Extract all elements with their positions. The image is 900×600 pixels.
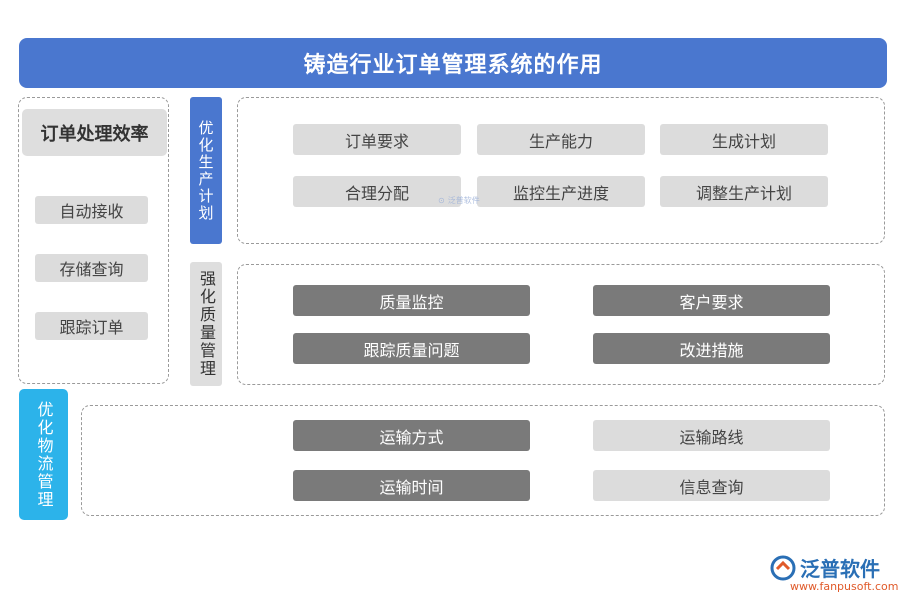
order-item-storage-query: 存储查询 — [35, 254, 148, 282]
quality-item-improvement: 改进措施 — [593, 333, 830, 364]
logistics-item-info-query: 信息查询 — [593, 470, 830, 501]
logistics-item-transport-mode: 运输方式 — [293, 420, 530, 451]
section-label-quality: 强化质量管理 — [190, 262, 222, 386]
watermark-logo-icon: ⊙ — [438, 196, 445, 205]
brand-logo: 泛普软件 — [770, 553, 880, 582]
plan-panel — [237, 97, 885, 244]
watermark: ⊙ 泛普软件 — [438, 195, 480, 206]
plan-item-monitor-progress: 监控生产进度 — [477, 176, 645, 207]
section-label-plan: 优化生产计划 — [190, 97, 222, 244]
section-label-logistics: 优化物流管理 — [19, 389, 68, 520]
page-title: 铸造行业订单管理系统的作用 — [19, 38, 887, 88]
brand-url: www.fanpusoft.com — [790, 580, 899, 593]
order-item-track-order: 跟踪订单 — [35, 312, 148, 340]
logistics-item-transport-time: 运输时间 — [293, 470, 530, 501]
order-efficiency-panel — [18, 97, 169, 384]
plan-item-order-requirements: 订单要求 — [293, 124, 461, 155]
brand-logo-icon — [770, 555, 796, 580]
plan-item-adjust-plan: 调整生产计划 — [660, 176, 828, 207]
quality-item-monitoring: 质量监控 — [293, 285, 530, 316]
plan-item-capacity: 生产能力 — [477, 124, 645, 155]
plan-item-allocation: 合理分配 — [293, 176, 461, 207]
order-efficiency-heading: 订单处理效率 — [22, 109, 167, 156]
logistics-panel — [81, 405, 885, 516]
quality-item-track-issues: 跟踪质量问题 — [293, 333, 530, 364]
brand-name: 泛普软件 — [800, 557, 880, 581]
plan-item-generate-plan: 生成计划 — [660, 124, 828, 155]
quality-item-customer-requirements: 客户要求 — [593, 285, 830, 316]
logistics-item-transport-route: 运输路线 — [593, 420, 830, 451]
watermark-text: 泛普软件 — [447, 196, 480, 205]
quality-panel — [237, 264, 885, 385]
order-item-auto-receive: 自动接收 — [35, 196, 148, 224]
